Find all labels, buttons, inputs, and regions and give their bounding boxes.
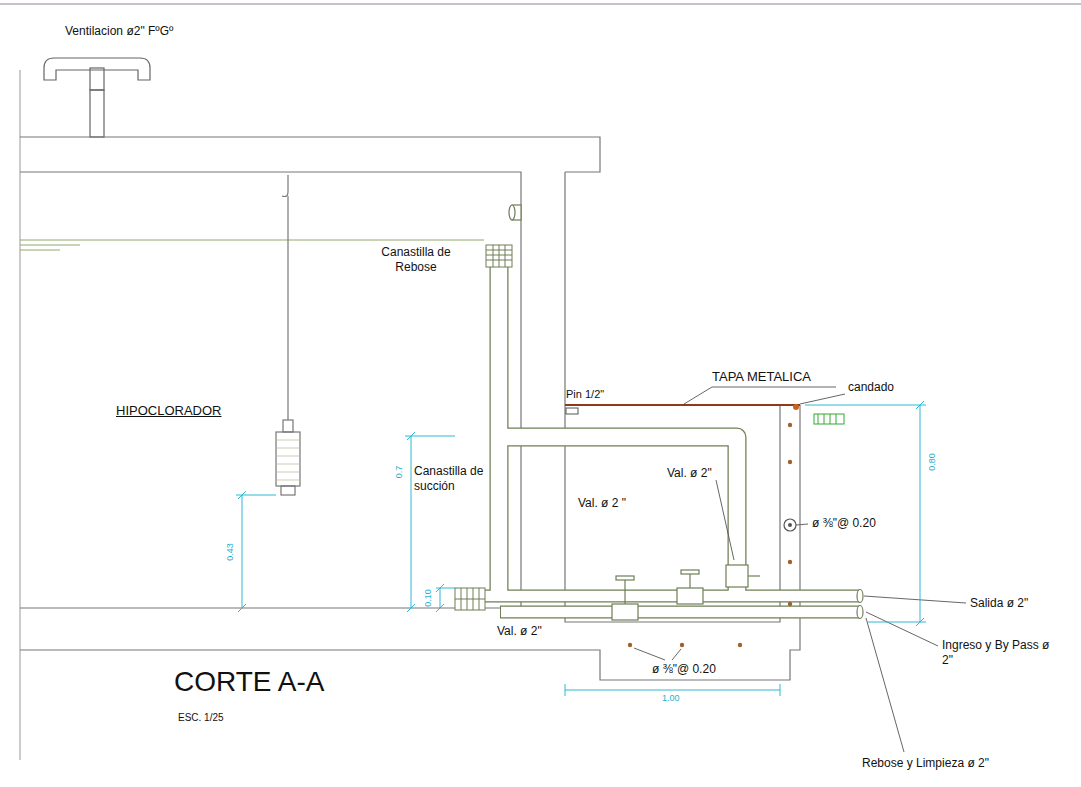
part-label: HIPOCLORADOR (116, 403, 221, 419)
valve-label: Val. ø 2" (497, 624, 542, 639)
scale-caption: ESC. 1/25 (178, 712, 224, 725)
pipe-label: Rebose y Limpieza ø 2" (862, 756, 989, 771)
pipe-label: Salida ø 2" (970, 596, 1028, 611)
rebar-label: ø ⅜"@ 0.20 (652, 662, 716, 677)
pipe-label: Ingreso y By Pass ø 2" (942, 638, 1054, 668)
valve-label: Val. ø 2 " (578, 496, 626, 511)
rebar-label: ø ⅜"@ 0.20 (812, 516, 876, 531)
part-label: Canastilla de succión (414, 464, 488, 494)
dimension-value: 0.80 (927, 453, 938, 471)
dimension-value: 0.7 (394, 466, 405, 479)
valve-label: Val. ø 2" (667, 466, 712, 481)
part-label: Ventilacion ø2" FºGº (65, 24, 173, 39)
part-label: candado (848, 380, 894, 395)
dimension-value: 0.10 (423, 589, 434, 607)
dimension-value: 0.43 (225, 543, 236, 561)
dimension-value: 1.00 (662, 693, 680, 704)
part-label: Canastilla de Rebose (360, 245, 472, 275)
part-label: Pin 1/2" (566, 388, 604, 402)
section-title: CORTE A-A (174, 664, 324, 699)
part-label: TAPA METALICA (712, 369, 811, 385)
